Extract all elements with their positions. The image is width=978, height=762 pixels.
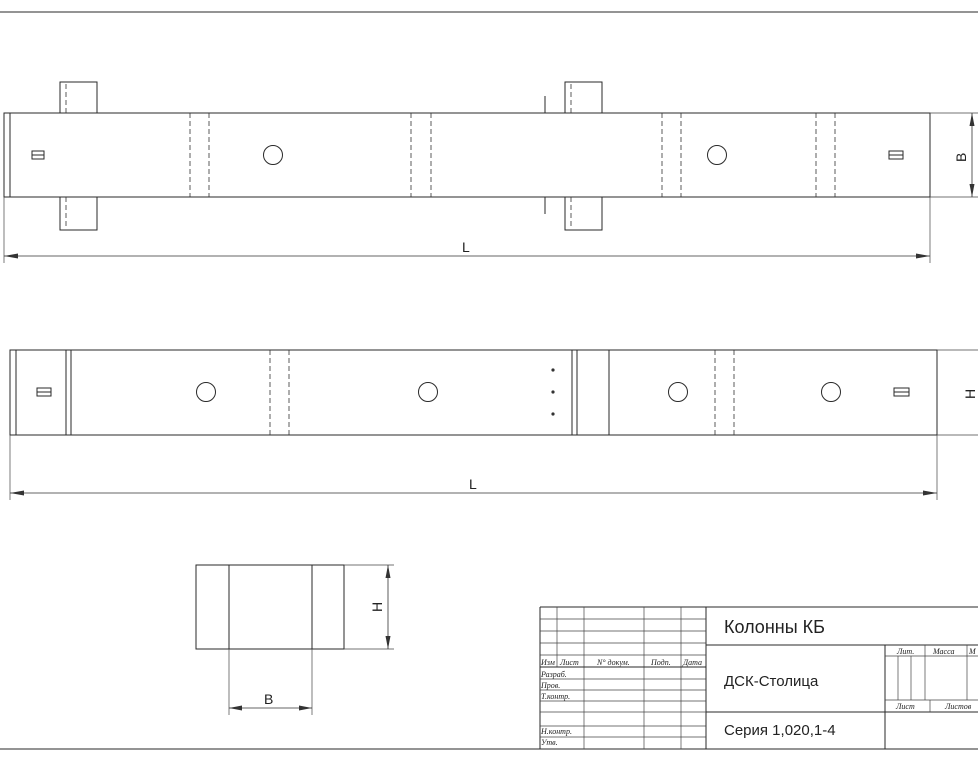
role-label: Утв.	[541, 738, 558, 747]
side-view-hole	[668, 382, 688, 402]
arrow-left-icon	[229, 705, 242, 711]
role-label: Пров.	[540, 681, 560, 690]
top-view-slot-icon	[888, 150, 904, 160]
side-view-hole	[196, 382, 216, 402]
side-view-dot	[551, 412, 555, 416]
role-label: Разраб.	[540, 670, 567, 679]
role-label: Т.контр.	[541, 692, 570, 701]
side-view-slot-icon	[36, 387, 52, 397]
section-view: H B	[195, 564, 394, 715]
top-view: L B	[3, 81, 978, 263]
top-view-left-arm-top	[59, 81, 98, 113]
header-sheet: Лист	[895, 702, 915, 711]
role-label: Н.контр.	[540, 727, 572, 736]
side-view-length-label: L	[469, 476, 477, 492]
side-view-slot-icon	[893, 387, 910, 397]
header-sheets: Листов	[944, 702, 972, 711]
arrow-right-icon	[299, 705, 312, 711]
title-block: Изм Лист N° докум. Подп. Дата Разраб. Пр…	[539, 606, 978, 749]
top-view-hole	[707, 145, 727, 165]
top-view-right-arm-bottom	[564, 197, 603, 231]
header-lit: Лит.	[896, 647, 914, 656]
header-list: Лист	[559, 658, 579, 667]
side-view-beam-outline	[9, 349, 938, 436]
organization-name: ДСК-Столица	[724, 673, 819, 690]
arrow-up-icon	[969, 113, 975, 126]
header-doc-no: N° докум.	[596, 658, 630, 667]
section-view-outline	[195, 564, 345, 650]
arrow-right-icon	[916, 253, 930, 259]
arrow-left-icon	[10, 490, 24, 496]
top-view-beam-outline	[3, 112, 931, 198]
header-izm: Изм	[540, 658, 555, 667]
arrow-left-icon	[4, 253, 18, 259]
top-view-hole	[263, 145, 283, 165]
header-sign: Подп.	[650, 658, 671, 667]
top-view-right-arm-top	[564, 81, 603, 113]
top-view-width-label: B	[953, 153, 969, 162]
section-view-width-label: B	[264, 691, 273, 707]
series-number: Серия 1,020,1-4	[724, 722, 836, 739]
top-view-slot-icon	[31, 150, 45, 160]
drawing-title: Колонны КБ	[724, 617, 825, 637]
arrow-up-icon	[385, 565, 391, 578]
header-scale: М	[968, 647, 977, 656]
section-view-height-label: H	[369, 602, 385, 612]
header-mass: Масса	[932, 647, 954, 656]
side-view-hole	[821, 382, 841, 402]
side-view-hole	[418, 382, 438, 402]
side-view-dot	[551, 390, 555, 394]
side-view-dot	[551, 368, 555, 372]
arrow-down-icon	[385, 636, 391, 649]
top-view-left-arm-bottom	[59, 197, 98, 231]
side-view: L H	[9, 349, 978, 500]
arrow-down-icon	[969, 184, 975, 197]
header-date: Дата	[682, 658, 702, 667]
arrow-right-icon	[923, 490, 937, 496]
side-view-height-label: H	[962, 389, 978, 399]
top-view-length-label: L	[462, 239, 470, 255]
